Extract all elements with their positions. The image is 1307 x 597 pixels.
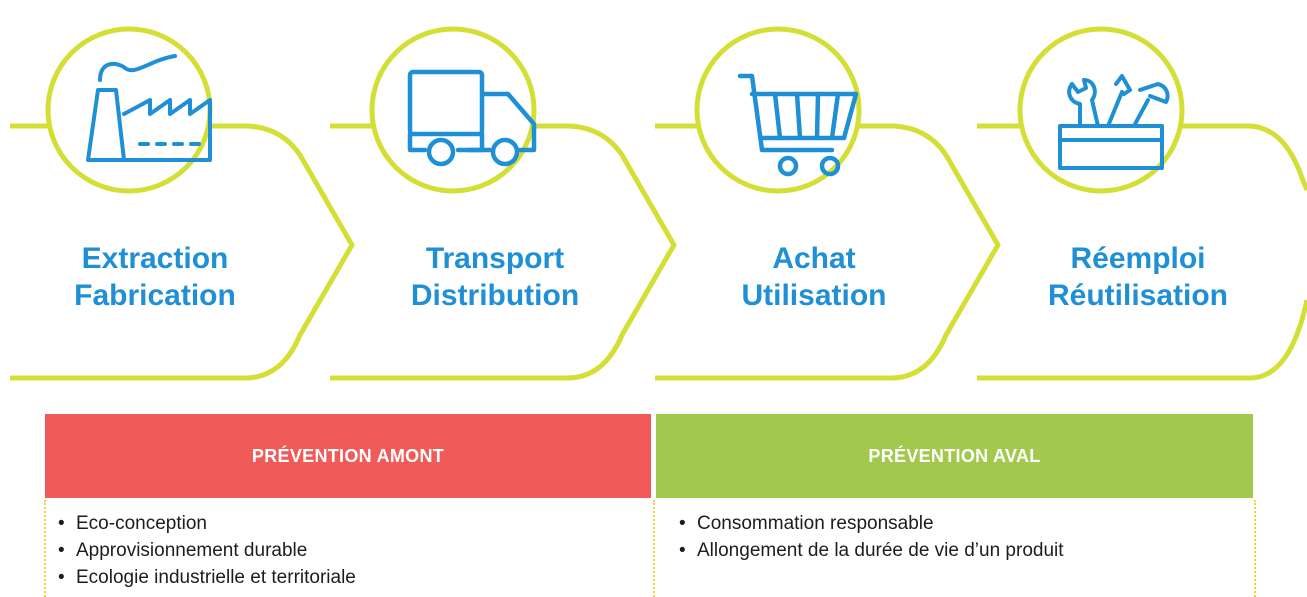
dotted-border-middle	[653, 500, 655, 597]
toolbox-icon	[1058, 74, 1170, 170]
step-3-title: Achat	[772, 242, 856, 275]
step-label-reemploi: Réemploi Réutilisation	[1008, 240, 1268, 314]
lifecycle-flow	[10, 26, 1307, 381]
chevron-outline-2	[330, 123, 677, 381]
list-item: Consommation responsable	[675, 510, 1064, 537]
list-item: Approvisionnement durable	[54, 537, 356, 564]
chevron-outline-3	[655, 123, 1001, 381]
list-item: Eco-conception	[54, 510, 356, 537]
step-label-transport: Transport Distribution	[365, 240, 625, 314]
step-circles	[45, 26, 1185, 194]
step-label-extraction: Extraction Fabrication	[25, 240, 285, 314]
step-4-title: Réemploi	[1070, 242, 1206, 275]
step-4-subtitle: Réutilisation	[1047, 279, 1228, 312]
prevention-amont-list: Eco-conception Approvisionnement durable…	[54, 510, 356, 591]
dotted-border-right	[1254, 500, 1256, 597]
delivery-truck-icon	[407, 69, 537, 167]
step-2-title: Transport	[425, 242, 565, 275]
shopping-cart-icon	[737, 73, 859, 177]
prevention-aval-title: PRÉVENTION AVAL	[868, 445, 1041, 466]
list-item: Allongement de la durée de vie d’un prod…	[675, 537, 1064, 564]
step-1-subtitle: Fabrication	[74, 279, 236, 312]
chevron-outline-4	[977, 123, 1307, 381]
prevention-amont-title: PRÉVENTION AMONT	[251, 445, 445, 466]
step-3-subtitle: Utilisation	[741, 279, 887, 312]
chevron-outline-1	[10, 123, 355, 381]
prevention-aval-header: PRÉVENTION AVAL	[656, 414, 1253, 498]
list-item: Ecologie industrielle et territoriale	[54, 564, 356, 591]
step-2-subtitle: Distribution	[410, 279, 580, 312]
step-label-achat: Achat Utilisation	[684, 240, 944, 314]
step-circle-2	[369, 26, 537, 194]
step-1-title: Extraction	[81, 242, 229, 275]
prevention-aval-list: Consommation responsable Allongement de …	[675, 510, 1064, 564]
dotted-border-left	[44, 500, 46, 597]
chevron-outlines	[10, 123, 1307, 381]
prevention-amont-header: PRÉVENTION AMONT	[45, 414, 651, 498]
factory-icon	[86, 54, 212, 162]
